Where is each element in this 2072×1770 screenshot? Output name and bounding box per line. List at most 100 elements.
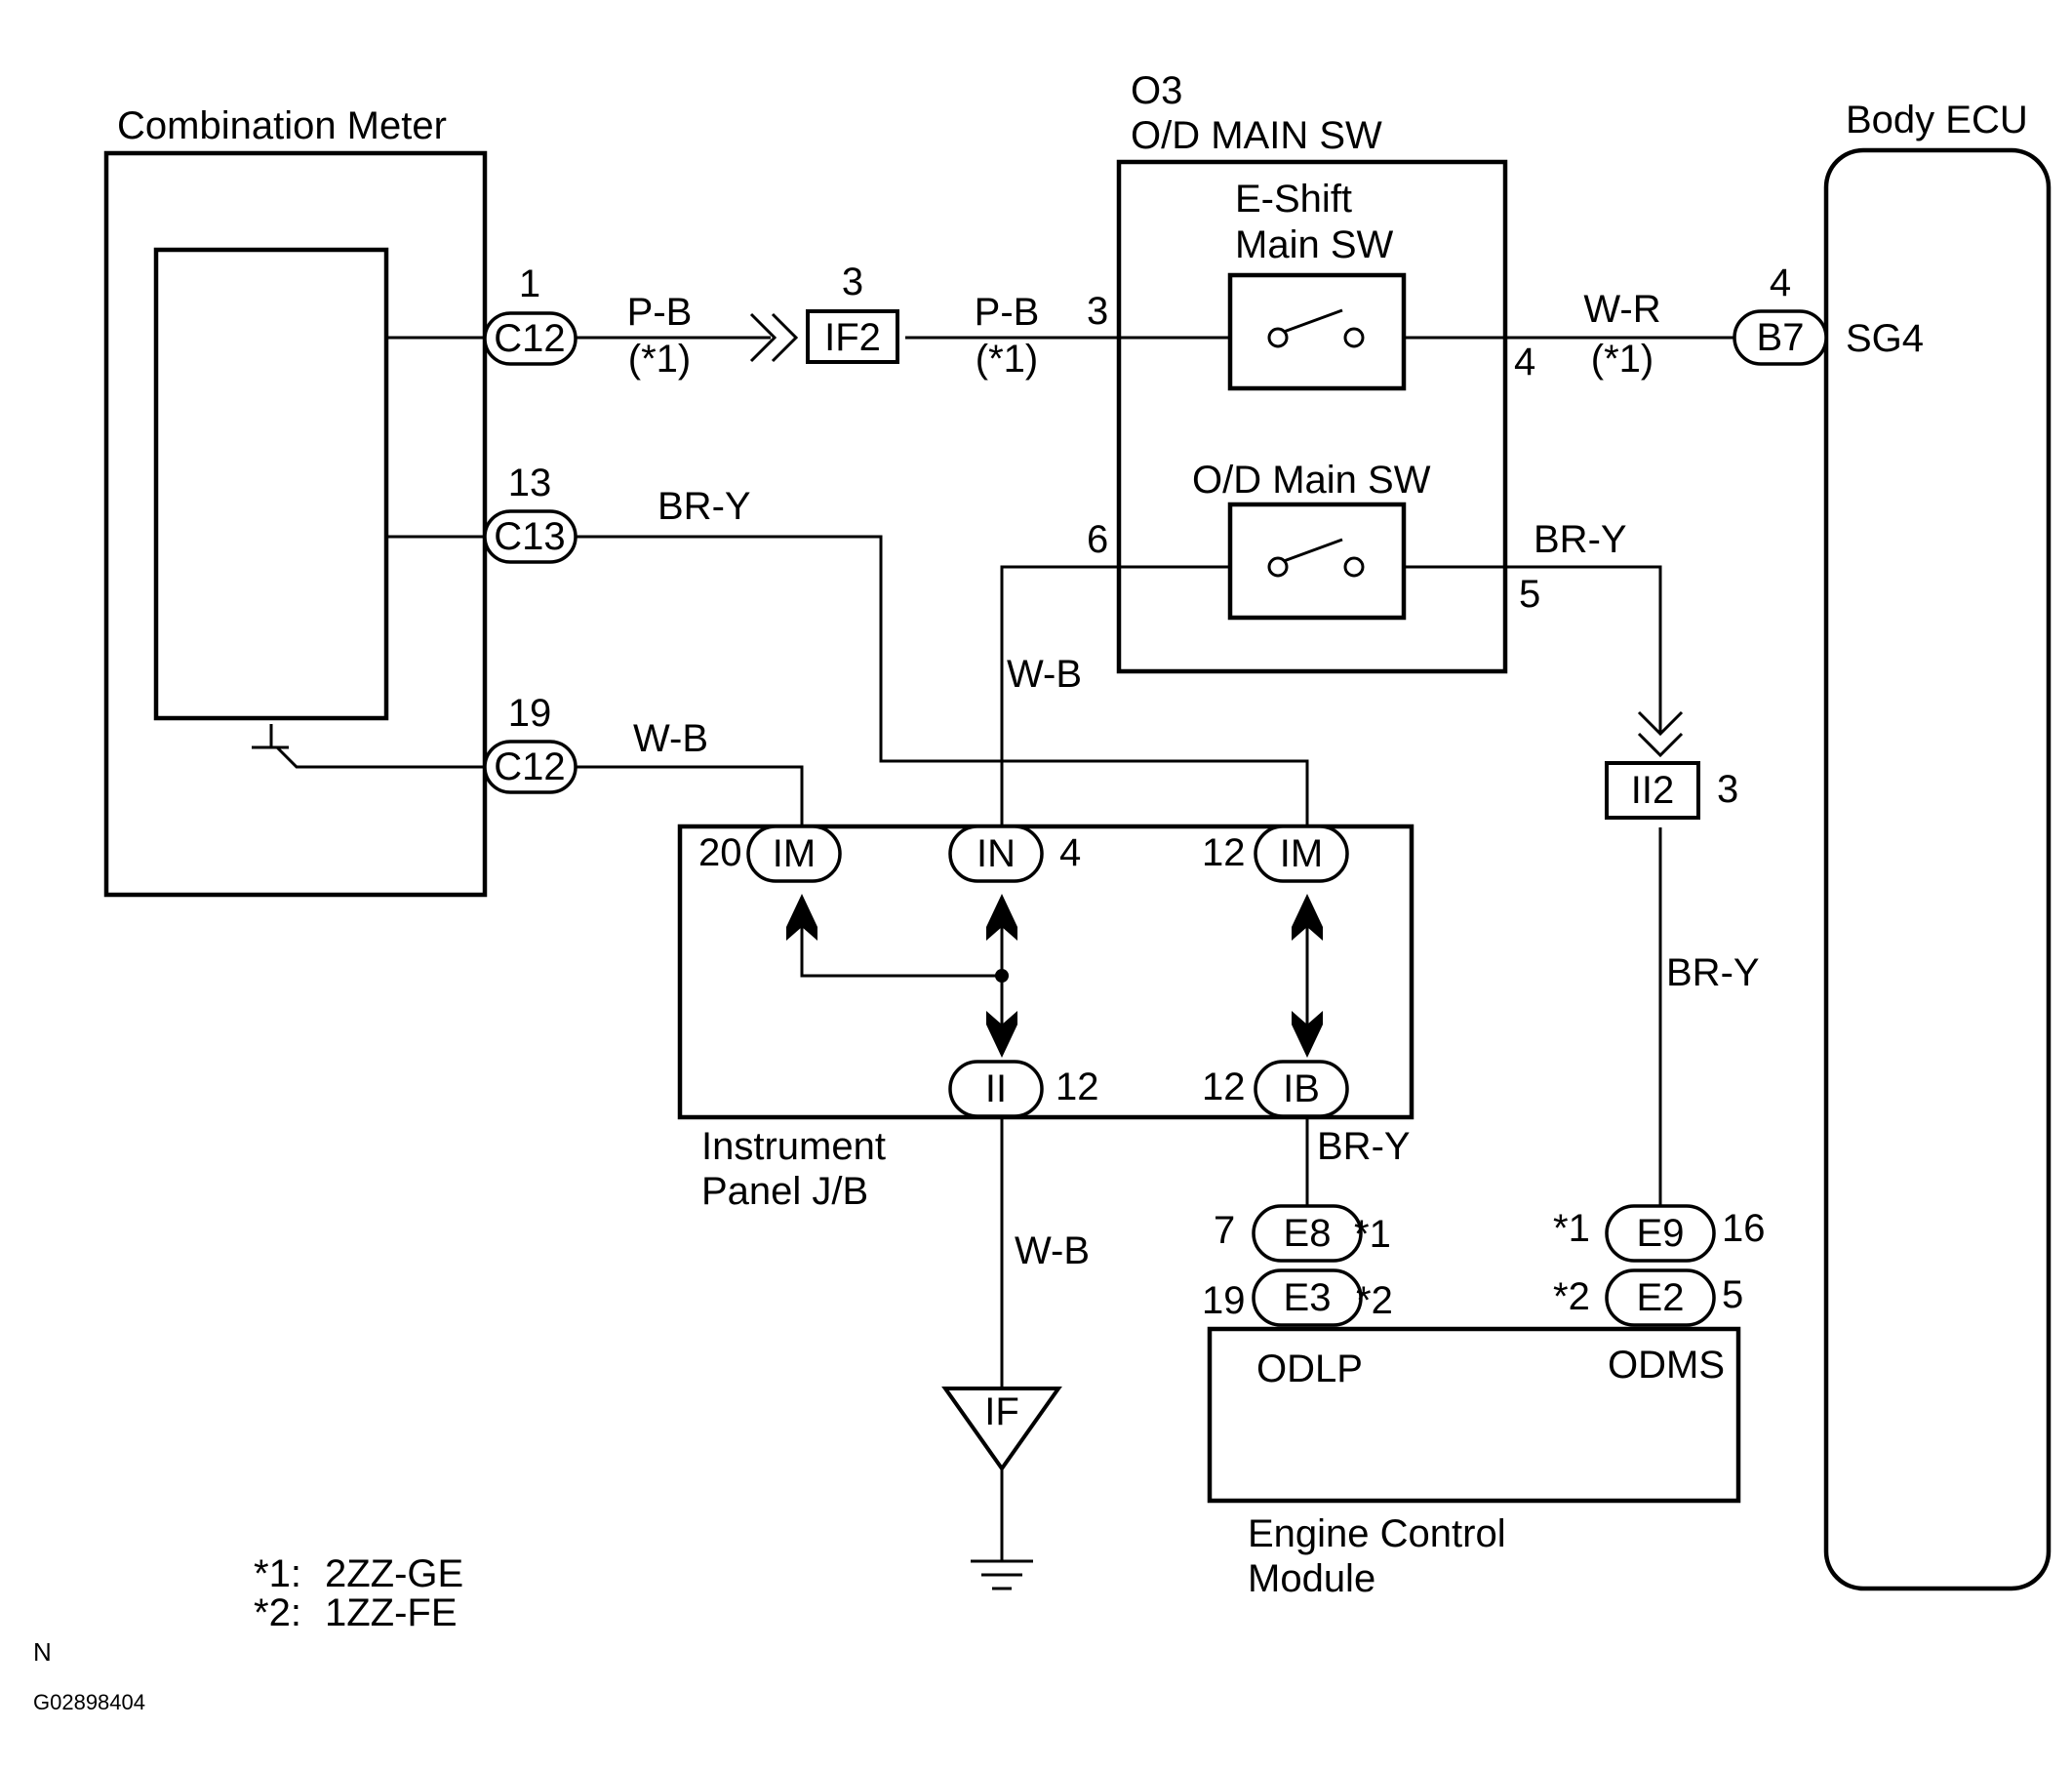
chevron-right-icon bbox=[771, 312, 799, 363]
pin-ii: 12 bbox=[1056, 1066, 1099, 1108]
meter-internal-ground-icon bbox=[252, 724, 485, 769]
footnote-2-value: 1ZZ-FE bbox=[325, 1591, 458, 1634]
arrow-up-icon bbox=[1292, 894, 1323, 941]
connector-in-label: IN bbox=[976, 832, 1016, 875]
connector-ib-label: IB bbox=[1283, 1067, 1320, 1110]
pin-c13: 13 bbox=[508, 462, 552, 504]
pin-od-sw-out: 4 bbox=[1514, 341, 1535, 383]
pin-im-right: 12 bbox=[1202, 831, 1246, 874]
inline-connector-chevrons bbox=[749, 312, 1684, 758]
pin-numbers: 1 13 19 3 3 4 4 6 5 3 20 4 12 12 12 7 19… bbox=[508, 261, 1791, 1322]
connector-e2 bbox=[1605, 1268, 1716, 1327]
wire-label-pb-2: P-B bbox=[975, 291, 1040, 334]
od-main-inner-switch bbox=[1227, 502, 1407, 621]
ecm-label-line1: Engine Control bbox=[1248, 1512, 1506, 1555]
footnotes: *1: 2ZZ-GE *2: 1ZZ-FE N G02898404 bbox=[33, 1552, 463, 1714]
footnote-1-value: 2ZZ-GE bbox=[325, 1552, 463, 1595]
connector-c12-top-label: C12 bbox=[494, 317, 565, 360]
connector-b7 bbox=[1733, 309, 1828, 366]
connector-ii2-label: II2 bbox=[1631, 769, 1674, 812]
connector-e9-label: E9 bbox=[1637, 1212, 1685, 1255]
wire-labels: P-B (*1) P-B (*1) W-R (*1) BR-Y BR-Y BR-… bbox=[627, 288, 1760, 1272]
mark-e3: *2 bbox=[1356, 1279, 1393, 1322]
wire-bry-od bbox=[1404, 565, 1662, 734]
connector-if2 bbox=[806, 309, 899, 364]
pin-od-main-in: 6 bbox=[1087, 518, 1108, 561]
pin-in: 4 bbox=[1059, 831, 1081, 874]
combination-meter-label: Combination Meter bbox=[117, 104, 447, 147]
wire-label-bry-c13: BR-Y bbox=[657, 485, 751, 528]
eshift-main-switch bbox=[1227, 272, 1407, 391]
footnote-2-key: *2: bbox=[254, 1591, 301, 1634]
terminal-odms: ODMS bbox=[1608, 1344, 1725, 1387]
ground-connector-if bbox=[941, 1387, 1062, 1472]
instrument-panel-jb-box bbox=[677, 824, 1415, 1120]
od-main-switch: O3 O/D MAIN SW E-Shift Main SW O/D Main … bbox=[1116, 69, 1508, 674]
mark-e8: *1 bbox=[1354, 1213, 1391, 1256]
ground-if: IF bbox=[941, 1387, 1062, 1590]
connector-e3 bbox=[1252, 1268, 1363, 1327]
connector-c13-label: C13 bbox=[494, 515, 565, 558]
instrument-panel-jb-label-line2: Panel J/B bbox=[701, 1170, 868, 1213]
connector-im-right-label: IM bbox=[1280, 832, 1323, 875]
wire-label-wb-ground: W-B bbox=[1015, 1229, 1090, 1272]
connector-in bbox=[948, 825, 1044, 883]
connector-ib bbox=[1254, 1060, 1349, 1118]
connector-c13 bbox=[483, 509, 578, 564]
wire-label-wr: W-R bbox=[1583, 288, 1660, 331]
pin-ib: 12 bbox=[1202, 1066, 1246, 1108]
jb-splice-point bbox=[995, 969, 1009, 983]
connector-e2-label: E2 bbox=[1637, 1276, 1685, 1319]
wire-label-pb-1: P-B bbox=[627, 291, 693, 334]
pin-e3: 19 bbox=[1202, 1279, 1246, 1322]
eshift-switch-contact-left bbox=[1267, 327, 1289, 348]
connector-e8-label: E8 bbox=[1284, 1212, 1332, 1255]
mark-e2: *2 bbox=[1553, 1275, 1590, 1318]
arrow-up-icon bbox=[986, 894, 1017, 941]
mark-e9: *1 bbox=[1553, 1207, 1590, 1250]
connector-im-left bbox=[746, 825, 842, 883]
footnote-1-key: *1: bbox=[254, 1552, 301, 1595]
arrow-up-icon bbox=[786, 894, 817, 941]
connector-im-left-label: IM bbox=[773, 832, 816, 875]
od-main-inner-switch-label: O/D Main SW bbox=[1192, 459, 1431, 502]
connector-if2-label: IF2 bbox=[824, 316, 881, 359]
od-main-switch-box bbox=[1116, 159, 1508, 674]
connector-c12-bottom bbox=[483, 740, 578, 794]
connector-c12-bottom-label: C12 bbox=[494, 745, 565, 788]
wire-label-bry-ib: BR-Y bbox=[1317, 1125, 1411, 1168]
pin-b7: 4 bbox=[1770, 261, 1791, 304]
wire-label-pb-1-note: (*1) bbox=[628, 338, 691, 381]
connector-e8 bbox=[1252, 1204, 1363, 1263]
pin-c12-top: 1 bbox=[519, 262, 540, 305]
eshift-switch-contact-right bbox=[1343, 327, 1365, 348]
pin-e8: 7 bbox=[1214, 1209, 1235, 1252]
jb-internal-wire-left bbox=[800, 907, 1002, 978]
connector-ii bbox=[948, 1060, 1044, 1118]
body-ecu-box bbox=[1823, 147, 2052, 1591]
connector-ii-label: II bbox=[985, 1067, 1007, 1110]
combination-meter: Combination Meter bbox=[103, 104, 488, 898]
pin-im-left: 20 bbox=[698, 831, 742, 874]
wires bbox=[386, 336, 1741, 1388]
figure-code: G02898404 bbox=[33, 1690, 145, 1714]
connector-e3-label: E3 bbox=[1284, 1276, 1332, 1319]
pin-e2: 5 bbox=[1722, 1273, 1743, 1316]
wire-label-wb-in: W-B bbox=[1007, 653, 1082, 696]
wire-wb-od bbox=[1000, 565, 1230, 826]
od-switch-contact-left bbox=[1267, 556, 1289, 578]
body-ecu: Body ECU SG4 bbox=[1823, 99, 2052, 1591]
combination-meter-box bbox=[103, 150, 488, 898]
pin-od-main-out: 5 bbox=[1519, 573, 1540, 616]
wire-bry-c13 bbox=[576, 535, 1309, 826]
wire-label-wb-c12: W-B bbox=[633, 717, 708, 760]
connector-b7-label: B7 bbox=[1757, 316, 1805, 359]
pin-ii2: 3 bbox=[1717, 768, 1738, 811]
chevron-down-icon bbox=[1637, 732, 1684, 758]
pin-od-sw-in: 3 bbox=[1087, 290, 1108, 333]
terminal-odlp: ODLP bbox=[1256, 1348, 1363, 1390]
pin-if2: 3 bbox=[842, 261, 863, 303]
instrument-panel-jb: Instrument Panel J/B bbox=[677, 824, 1415, 1213]
